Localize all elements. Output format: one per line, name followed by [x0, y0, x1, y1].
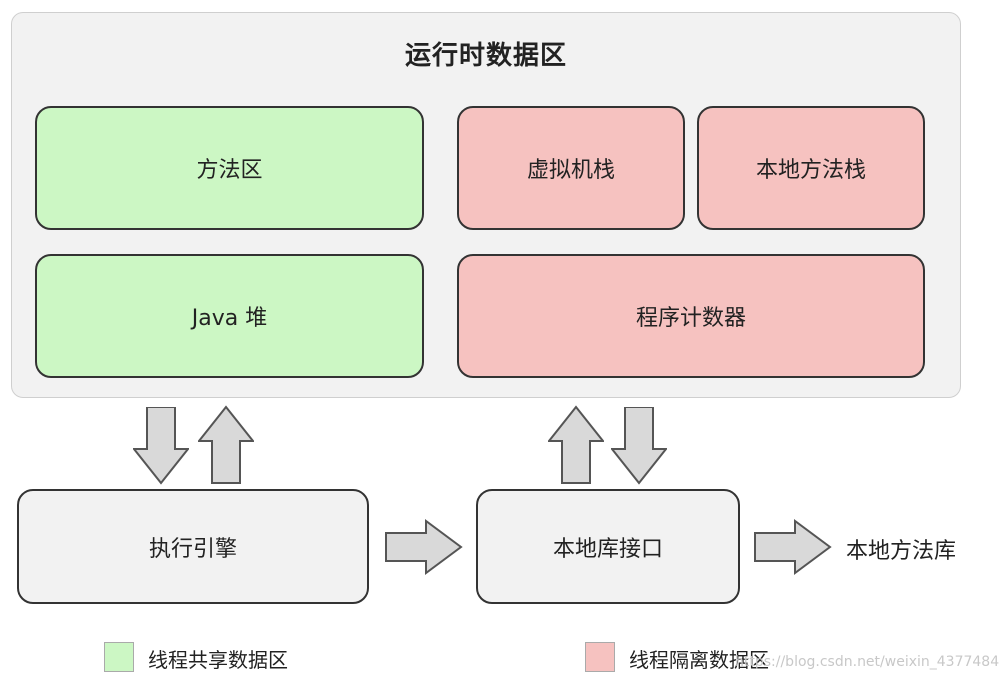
right-arrow-icon: [385, 519, 463, 575]
up-arrow-icon: [548, 405, 604, 484]
method-area-box: 方法区: [35, 106, 424, 230]
method-area-label: 方法区: [196, 158, 263, 183]
down-arrow-icon: [611, 407, 667, 485]
legend-shared-swatch: [104, 642, 134, 672]
vm-stack-label: 虚拟机栈: [526, 158, 615, 183]
java-heap-label: Java 堆: [191, 306, 268, 331]
native-interface-box: 本地库接口: [476, 489, 740, 604]
right-arrow-icon: [754, 519, 832, 575]
down-arrow-icon: [133, 407, 189, 485]
program-counter-box: 程序计数器: [457, 254, 925, 378]
execution-engine-box: 执行引擎: [17, 489, 369, 604]
runtime-area-title: 运行时数据区: [404, 41, 567, 71]
native-library-label: 本地方法库: [846, 539, 957, 564]
vm-stack-box: 虚拟机栈: [457, 106, 685, 230]
legend-shared-label: 线程共享数据区: [148, 648, 288, 672]
up-arrow-icon: [198, 405, 254, 484]
program-counter-label: 程序计数器: [635, 306, 746, 331]
java-heap-box: Java 堆: [35, 254, 424, 378]
native-method-stack-label: 本地方法栈: [755, 158, 866, 183]
legend-isolated-swatch: [585, 642, 615, 672]
native-method-stack-box: 本地方法栈: [697, 106, 925, 230]
legend-isolated-label: 线程隔离数据区: [629, 648, 769, 672]
execution-engine-label: 执行引擎: [148, 536, 237, 562]
native-interface-label: 本地库接口: [552, 536, 663, 562]
watermark-text: https://blog.csdn.net/weixin_43774841: [735, 654, 1000, 670]
